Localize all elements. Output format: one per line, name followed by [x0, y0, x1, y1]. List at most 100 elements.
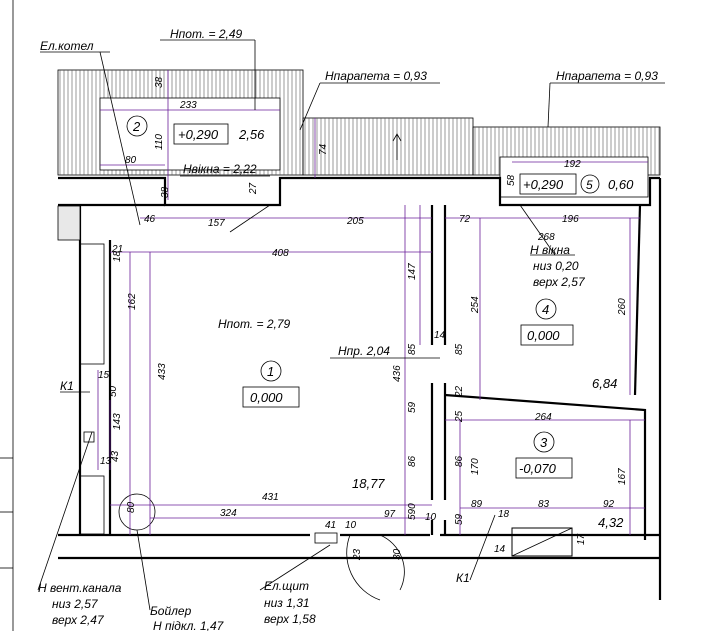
dim-80-b: 80: [126, 501, 137, 513]
vent-channel-upper: [79, 243, 105, 365]
window-high: верх 2,57: [533, 275, 586, 289]
dim-59-a: 59: [407, 401, 418, 413]
room-5-area: 0,60: [608, 177, 634, 192]
vent-channel-lower: [79, 475, 105, 535]
column-left: [57, 205, 81, 241]
k1-left-label: К1: [60, 379, 74, 393]
dim-143: 143: [112, 413, 123, 430]
dim-196: 196: [562, 214, 579, 225]
room-1-level: 0,000: [250, 390, 283, 405]
ceiling-level-room-1: Нпот. = 2,79: [218, 317, 290, 331]
door-arc-2: [379, 534, 405, 591]
room-4-level: 0,000: [527, 328, 560, 343]
dim-59-b: 59: [454, 513, 465, 525]
dim-46: 46: [144, 214, 156, 225]
dim-43: 43: [110, 450, 121, 462]
window-sill-level: Нвікна = 2,22: [183, 162, 257, 176]
dim-254: 254: [470, 296, 481, 314]
dim-97: 97: [384, 509, 396, 520]
dim-13: 13: [100, 456, 112, 467]
dim-431: 431: [262, 492, 279, 503]
dim-264: 264: [534, 412, 552, 423]
window-title: Н вікна: [530, 243, 570, 257]
dim-30: 30: [392, 548, 403, 560]
dim-162: 162: [127, 293, 138, 310]
vent-channel-title: Н вент.канала: [38, 581, 122, 595]
dim-17: 17: [576, 533, 587, 545]
parapet-level-right: Нпарапета = 0,93: [556, 69, 658, 83]
dim-436: 436: [392, 365, 403, 382]
room-1-area: 18,77: [352, 476, 385, 491]
room-1-level-box: [242, 386, 300, 408]
dim-80-a: 80: [125, 155, 137, 166]
room-5-number: 5: [586, 178, 593, 192]
dim-50: 50: [108, 385, 119, 397]
room-2-area: 2,56: [238, 127, 265, 142]
dim-205: 205: [346, 216, 364, 227]
dim-14-a: 14: [434, 330, 446, 341]
walls: [58, 176, 662, 600]
room-4-area: 6,84: [592, 376, 617, 391]
dim-324: 324: [220, 508, 237, 519]
room-2-num-circle: [126, 115, 148, 137]
dim-72: 72: [459, 214, 471, 225]
dim-83: 83: [538, 499, 550, 510]
room-3-level: -0,070: [519, 461, 557, 476]
dim-408: 408: [272, 248, 289, 259]
dim-14-b: 14: [494, 544, 506, 555]
dim-18-b: 18: [498, 509, 510, 520]
dim-147: 147: [407, 263, 418, 280]
room-4-num-circle: [535, 298, 557, 320]
dim-10-a: 10: [345, 520, 357, 531]
boiler-sub: Н підкл. 1,47: [153, 619, 225, 631]
dim-21: 21: [111, 244, 123, 255]
room-3-num-circle: [533, 431, 555, 453]
dim-192: 192: [564, 159, 581, 170]
dim-85-b: 85: [454, 343, 465, 355]
dim-38-a: 38: [154, 76, 165, 88]
room-5-level-box: [519, 173, 577, 195]
dim-89: 89: [471, 499, 483, 510]
dim-260: 260: [617, 298, 628, 316]
dim-25: 25: [454, 410, 465, 423]
k1-bottom-label: К1: [456, 571, 470, 585]
dim-167: 167: [617, 468, 628, 485]
dim-18: 18: [112, 250, 123, 262]
shield-low: низ 1,31: [264, 596, 310, 610]
dim-92: 92: [603, 499, 615, 510]
dim-58: 58: [506, 174, 517, 186]
room-3-area: 4,32: [598, 515, 624, 530]
room-3-level-box: [515, 457, 573, 479]
shield-title: Ел.щит: [264, 579, 309, 593]
direction-arrow-head: [392, 133, 402, 142]
dim-86-b: 86: [454, 455, 465, 467]
room-5-outline: [499, 156, 649, 198]
shield-high: верх 1,58: [264, 612, 316, 626]
parapet-level-left: Нпарапета = 0,93: [325, 69, 427, 83]
dim-74: 74: [318, 143, 329, 155]
dim-170: 170: [470, 458, 481, 475]
ceiling-level-top: Нпот. = 2,49: [170, 27, 242, 41]
npr-level: Нпр. 2,04: [338, 344, 390, 358]
room-2-level: +0,290: [178, 127, 219, 142]
leader-lines: [37, 39, 665, 611]
room-1-num-circle: [260, 360, 282, 382]
dimension-lines: [97, 70, 648, 535]
door-arc-1: [346, 534, 381, 601]
el-kotel-label: Ел.котел: [40, 39, 94, 53]
room-3-number: 3: [540, 435, 548, 450]
dim-41: 41: [325, 520, 336, 531]
dim-38-b: 38: [160, 186, 171, 198]
room-2-number: 2: [132, 119, 141, 134]
room-2-level-box: [173, 123, 229, 145]
dim-22: 22: [454, 385, 465, 398]
dim-590: 590: [407, 503, 418, 520]
dim-27: 27: [248, 182, 259, 195]
dim-85-a: 85: [407, 343, 418, 355]
vent-channel-high: верх 2,47: [52, 613, 105, 627]
dim-110: 110: [154, 134, 165, 150]
boiler-title: Бойлер: [150, 604, 192, 618]
dim-433: 433: [157, 363, 168, 380]
room-4-number: 4: [542, 302, 549, 317]
